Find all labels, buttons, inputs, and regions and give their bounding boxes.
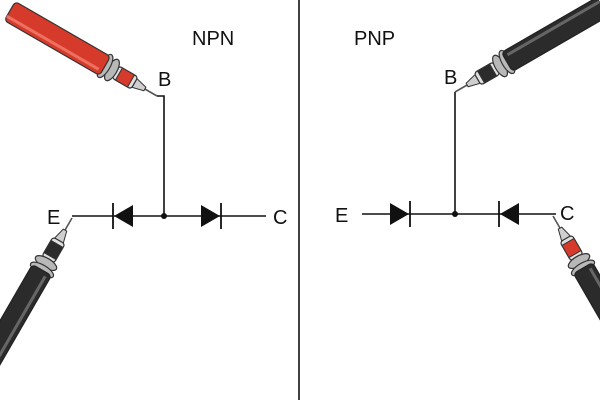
npn-junction-dot: [161, 213, 167, 219]
pnp-collector-label: C: [560, 203, 574, 225]
npn-collector-label: C: [273, 207, 287, 229]
pnp-diode-collector-base: [498, 201, 519, 227]
red-probe-npn-base: [5, 2, 158, 97]
red-probe-pnp-collector: [552, 215, 600, 368]
npn-emitter-label: E: [47, 207, 60, 229]
pnp-title: PNP: [354, 28, 395, 50]
npn-title: NPN: [192, 28, 234, 50]
npn-diode-base-emitter: [112, 203, 133, 229]
npn-diode-base-collector: [201, 203, 222, 229]
pnp-circuit: [362, 92, 556, 215]
npn-base-wire: [157, 95, 165, 216]
pnp-diode-emitter-base: [390, 201, 411, 227]
pnp-base-label: B: [444, 67, 457, 89]
black-probe-pnp-base: [454, 0, 600, 93]
pnp-panel: PNP B E C: [335, 0, 600, 368]
pnp-emitter-label: E: [335, 205, 348, 227]
black-probe-npn-emitter: [0, 217, 73, 400]
npn-base-label: B: [158, 69, 171, 91]
npn-circuit: [72, 95, 266, 217]
npn-panel: NPN B E C: [0, 2, 287, 400]
pnp-junction-dot: [452, 211, 458, 217]
